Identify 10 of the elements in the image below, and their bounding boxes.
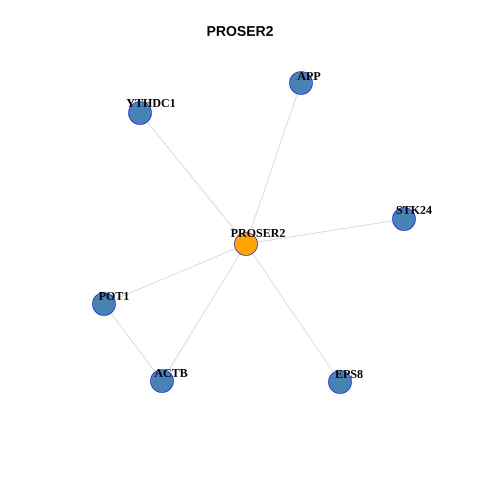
title: PROSER2 bbox=[207, 26, 273, 36]
edge-line bbox=[168, 254, 240, 372]
edge-line bbox=[147, 122, 239, 236]
node-label: YTHDC1 bbox=[126, 98, 176, 108]
edge-line bbox=[110, 313, 156, 372]
node-label: PROSER2 bbox=[230, 228, 285, 238]
edge-line bbox=[252, 254, 334, 372]
edge-line bbox=[250, 94, 298, 234]
edge-line bbox=[114, 248, 236, 300]
edge-line bbox=[257, 220, 393, 242]
